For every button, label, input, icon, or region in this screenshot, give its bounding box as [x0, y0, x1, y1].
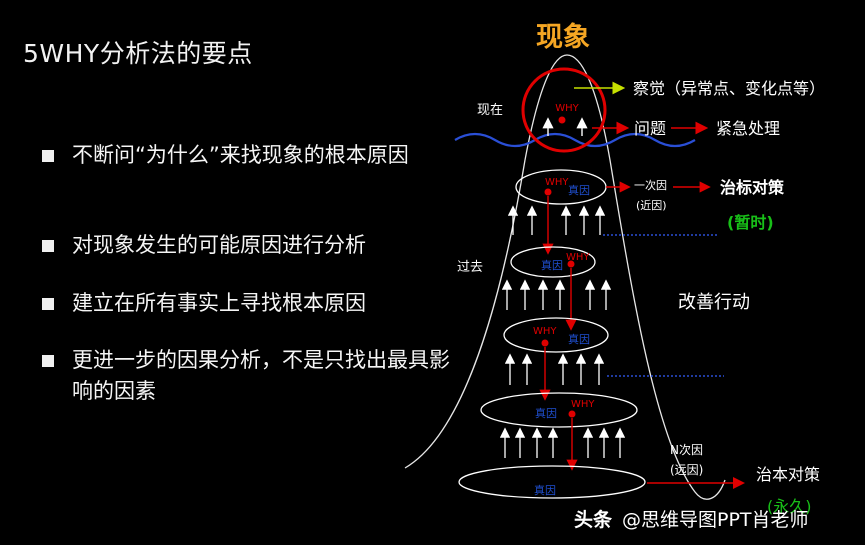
improve-label: 改善行动	[678, 292, 750, 313]
water-wave-line	[454, 132, 696, 148]
list-item: 不断问“为什么”来找现象的根本原因	[40, 140, 452, 171]
true-cause-label: 真因	[534, 483, 556, 497]
why-label: WHY	[566, 252, 590, 263]
urgent-label: 紧急处理	[716, 119, 780, 138]
true-cause-label: 真因	[541, 258, 563, 272]
temp-fix-label: 治标对策	[720, 178, 785, 197]
true-cause-label: 真因	[535, 406, 557, 420]
list-item: 更进一步的因果分析，不是只找出最具影响的因素	[40, 345, 452, 407]
true-cause-label: 真因	[568, 332, 590, 346]
bullet-square-icon	[42, 355, 54, 367]
cause-ellipse-3	[503, 317, 609, 353]
why-label: WHY	[571, 399, 595, 410]
why-label: WHY	[533, 326, 557, 337]
list-item: 对现象发生的可能原因进行分析	[40, 230, 452, 261]
phenomenon-circle	[521, 67, 607, 153]
permanent-label: (永久)	[767, 497, 812, 516]
bullet-text: 更进一步的因果分析，不是只找出最具影响的因素	[72, 348, 450, 403]
arrow-row	[501, 279, 612, 310]
why-dot	[541, 339, 549, 347]
observe-label: 察觉（异常点、变化点等）	[633, 79, 825, 98]
arrow-row	[507, 205, 606, 235]
phenomenon-label: 现象	[536, 21, 590, 53]
list-item: 建立在所有事实上寻找根本原因	[40, 288, 452, 319]
past-label: 过去	[457, 260, 483, 275]
arrow-row	[499, 427, 626, 458]
why-label: WHY	[545, 177, 569, 188]
why-label: WHY	[555, 103, 579, 114]
watermark-handle: @思维导图PPT肖老师	[622, 509, 809, 531]
bullet-text: 对现象发生的可能原因进行分析	[72, 233, 366, 257]
root-fix-label: 治本对策	[756, 465, 820, 484]
why-dot	[558, 116, 566, 124]
watermark-brand: 头条	[574, 509, 613, 531]
n-cause-label: N次因	[670, 443, 703, 457]
now-label: 现在	[477, 103, 503, 118]
arrow-row	[504, 353, 605, 385]
first-cause-label: 一次因	[634, 178, 667, 192]
root-cause-ellipse	[458, 465, 646, 499]
bullet-text: 建立在所有事实上寻找根本原因	[72, 291, 366, 315]
n-cause-sub-label: (远因)	[670, 463, 703, 477]
temporary-label: (暂时)	[727, 213, 774, 232]
page-title: 5WHY分析法的要点	[23, 39, 253, 68]
bullet-square-icon	[42, 298, 54, 310]
bullet-text: 不断问“为什么”来找现象的根本原因	[72, 143, 409, 167]
problem-label: 问题	[634, 119, 666, 138]
why-dot	[567, 260, 575, 268]
why-dot	[544, 188, 552, 196]
cause-ellipse-4	[480, 392, 638, 428]
bullet-square-icon	[42, 240, 54, 252]
why-dot	[568, 410, 576, 418]
first-cause-sub-label: (近因)	[636, 199, 667, 212]
cause-ellipse-2	[510, 246, 596, 278]
bell-curve	[404, 54, 726, 500]
true-cause-label: 真因	[568, 183, 590, 197]
watermark: 头条 @思维导图PPT肖老师	[574, 505, 809, 532]
bullet-square-icon	[42, 150, 54, 162]
